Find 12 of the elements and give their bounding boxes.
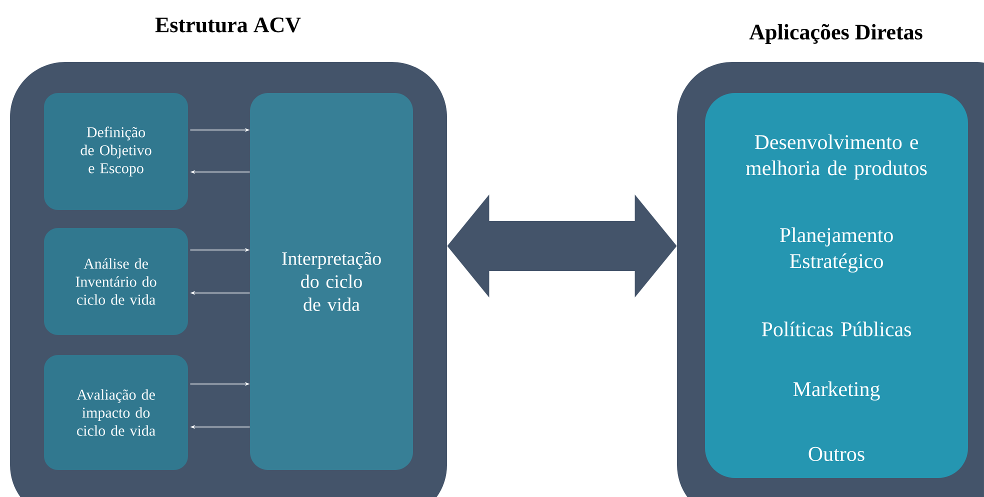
process-box: Avaliação de impacto do ciclo de vida	[44, 354, 188, 470]
list-item: Políticas Públicas	[762, 322, 911, 336]
process-box: Definição de Objetivo e Escopo	[44, 93, 188, 210]
list-item: Desenvolvimento e melhoria de produtos	[746, 134, 927, 180]
list-item: Marketing	[793, 381, 880, 401]
panel-heading: Estrutura ACV	[155, 18, 301, 32]
process-box: Interpretação do ciclo de vida	[250, 93, 413, 470]
list-item: Planejamento Estratégico	[780, 227, 893, 273]
double-arrow	[447, 194, 677, 298]
panel-heading: Aplicações Diretas	[749, 24, 922, 44]
list-item: Outros	[808, 446, 864, 462]
process-box: Análise de Inventário do ciclo de vida	[44, 228, 188, 335]
